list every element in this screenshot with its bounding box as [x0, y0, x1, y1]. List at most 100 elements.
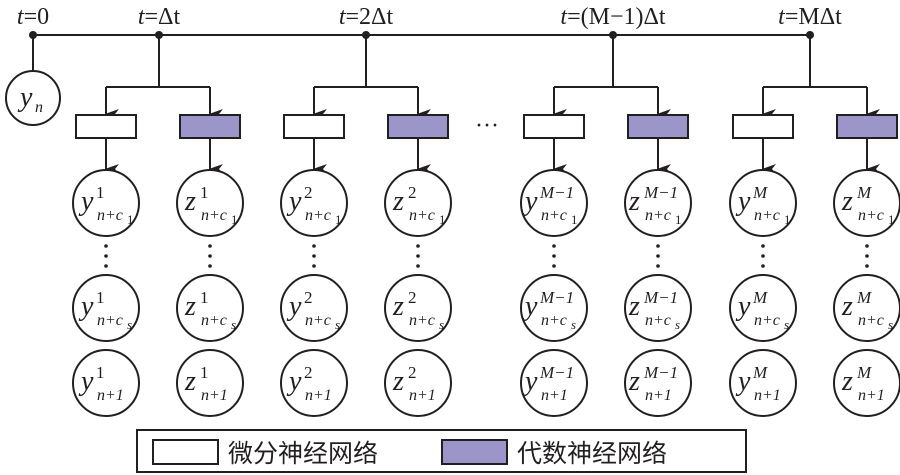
initial-state-subscript: n [35, 99, 43, 116]
vertical-ellipsis-dot [761, 264, 765, 268]
state-node-subscript: n+c [541, 207, 567, 224]
algebraic-network-box [179, 114, 241, 139]
state-node-subscript: n+1 [754, 387, 781, 404]
legend-algebraic-label: 代数神经网络 [517, 439, 667, 468]
state-node-circle [729, 274, 797, 342]
state-node-subscript-index: 1 [784, 212, 791, 227]
state-node-var: y [286, 366, 302, 397]
state-node-superscript: 1 [200, 183, 209, 202]
state-node-subscript: n+c [409, 312, 435, 329]
state-node-superscript: 1 [96, 183, 105, 202]
state-node-circle [520, 349, 588, 417]
timeline-tick-var: t [778, 4, 786, 30]
state-node-circle [280, 169, 348, 237]
state-node-subscript-index: s [675, 317, 680, 332]
state-node-var: y [735, 291, 751, 322]
state-node-subscript: n+c [754, 207, 780, 224]
state-node-var: y [286, 291, 302, 322]
state-node-superscript: M−1 [539, 363, 574, 382]
vertical-ellipsis-dot [416, 244, 420, 248]
state-node-subscript: n+1 [201, 387, 228, 404]
state-node-circle [384, 349, 452, 417]
vertical-ellipsis-dot [552, 264, 556, 268]
state-node-var: z [392, 366, 404, 397]
legend-differential-swatch [152, 439, 219, 465]
state-node-subscript-index: 1 [571, 212, 578, 227]
state-node-circle [833, 169, 900, 237]
state-node-var: z [184, 186, 196, 217]
vertical-ellipsis-dot [656, 244, 660, 248]
state-node-subscript: n+1 [409, 387, 436, 404]
state-node-subscript: n+1 [97, 387, 124, 404]
state-node-superscript: 1 [200, 288, 209, 307]
state-node-superscript: M [752, 363, 768, 382]
timeline-tick-value: (M−1)Δt [581, 4, 666, 30]
state-node-superscript: 1 [96, 288, 105, 307]
state-node-subscript: n+c [645, 207, 671, 224]
state-node-circle [280, 349, 348, 417]
state-node-subscript: n+1 [541, 387, 568, 404]
timeline-tick-label: t=MΔt [778, 4, 842, 30]
timestep-branch [762, 35, 880, 119]
state-node-subscript: n+c [858, 207, 884, 224]
state-node-superscript: 2 [408, 363, 417, 382]
state-node-superscript: 2 [304, 288, 313, 307]
state-node-circle [624, 349, 692, 417]
vertical-ellipsis-dot [312, 244, 316, 248]
state-node-subscript-index: s [784, 317, 789, 332]
state-node-var: y [286, 186, 302, 217]
vertical-ellipsis-dot [104, 264, 108, 268]
state-node-subscript-index: s [571, 317, 576, 332]
state-node-subscript: n+c [305, 312, 331, 329]
algebraic-network-box [836, 114, 898, 139]
state-node-var: z [628, 186, 640, 217]
state-node-superscript: M−1 [539, 183, 574, 202]
state-node-var: z [628, 366, 640, 397]
timestep-branch [105, 35, 223, 119]
differential-network-box [523, 114, 585, 139]
state-node-superscript: M−1 [643, 288, 678, 307]
state-node-subscript: n+1 [645, 387, 672, 404]
state-node-subscript-index: s [439, 317, 444, 332]
timeline-tick-equals: = [346, 4, 360, 30]
vertical-ellipsis-dot [104, 254, 108, 258]
state-node-circle [384, 169, 452, 237]
state-node-var: z [392, 186, 404, 217]
state-node-circle [72, 274, 140, 342]
timeline-tick-var: t [138, 4, 146, 30]
state-node-circle [176, 169, 244, 237]
timeline-tick-var: t [560, 4, 568, 30]
state-node-subscript: n+1 [858, 387, 885, 404]
state-node-subscript-index: s [335, 317, 340, 332]
state-node-superscript: M−1 [643, 363, 678, 382]
vertical-ellipsis-dot [208, 244, 212, 248]
timeline-tick-value: Δt [158, 4, 180, 30]
state-node-superscript: 2 [408, 183, 417, 202]
state-node-superscript: M [752, 183, 768, 202]
state-node-superscript: M [856, 183, 872, 202]
state-node-superscript: M [856, 363, 872, 382]
state-node-subscript-index: 1 [888, 212, 895, 227]
state-node-superscript: 2 [304, 363, 313, 382]
state-node-subscript: n+c [645, 312, 671, 329]
state-node-var: z [628, 291, 640, 322]
state-node-var: y [78, 291, 94, 322]
state-node-subscript-index: s [888, 317, 893, 332]
vertical-ellipsis-dot [312, 264, 316, 268]
state-node-subscript-index: s [127, 317, 132, 332]
state-node-subscript: n+c [97, 207, 123, 224]
branches: ··· [75, 35, 898, 174]
